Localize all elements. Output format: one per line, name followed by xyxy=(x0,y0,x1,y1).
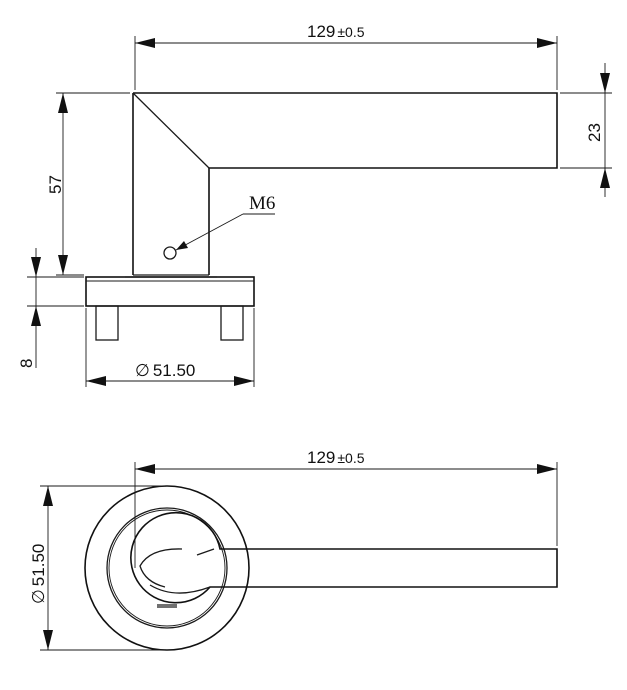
rose-depth-label: 8 xyxy=(17,359,36,368)
rose-diameter-dimension-top xyxy=(40,485,165,651)
rose-base xyxy=(85,274,255,307)
top-view: 129±0.5 ∅51.50 xyxy=(29,448,558,651)
screw-hole xyxy=(163,246,177,260)
rose-legs xyxy=(95,305,244,341)
height-dimension xyxy=(56,92,130,276)
length-label-bottom: 129±0.5 xyxy=(307,448,365,467)
height-label: 57 xyxy=(46,175,65,194)
side-view: M6 129±0.5 xyxy=(17,22,612,387)
screw-label: M6 xyxy=(249,193,275,214)
thickness-dimension xyxy=(560,63,612,197)
length-dimension-bottom xyxy=(134,462,558,568)
length-dimension-top xyxy=(134,36,558,90)
lever-outline-top xyxy=(130,511,558,608)
rose-depth-dimension xyxy=(27,248,84,368)
screw-leader xyxy=(175,213,275,251)
thickness-label: 23 xyxy=(585,123,604,142)
rose-circles xyxy=(84,485,250,651)
length-label: 129±0.5 xyxy=(307,22,365,41)
lever-outline xyxy=(132,92,558,275)
rose-diameter-label-side: ∅51.50 xyxy=(135,361,195,380)
rose-diameter-dimension-side xyxy=(85,308,255,387)
rose-diameter-label-top: ∅51.50 xyxy=(29,544,48,604)
